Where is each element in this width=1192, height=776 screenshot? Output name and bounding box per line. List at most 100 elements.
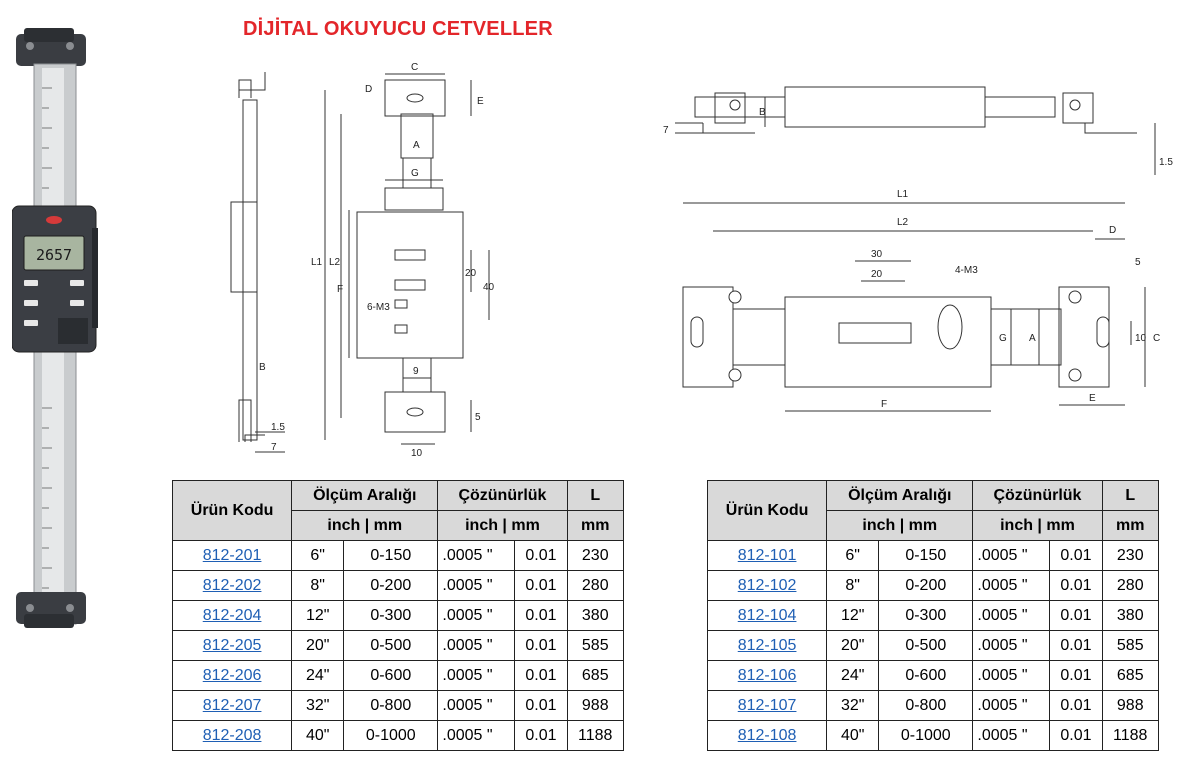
resolution-inch-cell: .0005 " — [972, 660, 1051, 691]
dim-label-7: 7 — [271, 442, 277, 453]
product-code-link[interactable]: 812-204 — [202, 606, 262, 624]
product-code-link[interactable]: 812-201 — [202, 546, 262, 564]
dim-label-5: 5 — [475, 412, 481, 423]
product-code-cell[interactable]: 812-101 — [706, 540, 828, 571]
vertical-dimension-drawing: C D E A G L1 L2 F 6-M3 20 40 B 9 5 1.5 7… — [230, 62, 495, 459]
dim-label-d: D — [1109, 225, 1116, 236]
col-subheader-range-units: inch | mm — [826, 510, 974, 541]
range-mm-cell: 0-1000 — [343, 720, 439, 751]
range-mm-cell: 0-300 — [878, 600, 974, 631]
product-code-link[interactable]: 812-107 — [737, 696, 797, 714]
resolution-mm-cell: 0.01 — [514, 540, 568, 571]
product-code-link[interactable]: 812-101 — [737, 546, 797, 564]
product-code-cell[interactable]: 812-106 — [706, 660, 828, 691]
product-code-cell[interactable]: 812-206 — [171, 660, 293, 691]
resolution-mm-cell: 0.01 — [514, 660, 568, 691]
resolution-mm-cell: 0.01 — [1049, 720, 1103, 751]
col-header-range: Ölçüm Aralığı — [826, 480, 974, 511]
product-code-link[interactable]: 812-102 — [737, 576, 797, 594]
dim-label-f: F — [881, 399, 887, 410]
spec-table-vertical: Ürün Kodu Ölçüm Aralığı Çözünürlük L inc… — [171, 480, 625, 751]
product-code-link[interactable]: 812-106 — [737, 666, 797, 684]
resolution-mm-cell: 0.01 — [1049, 690, 1103, 721]
length-mm-cell: 988 — [1101, 690, 1160, 721]
dim-label-g: G — [411, 168, 419, 179]
product-code-link[interactable]: 812-207 — [202, 696, 262, 714]
dim-label-b: B — [759, 107, 766, 118]
col-header-resolution: Çözünürlük — [972, 480, 1103, 511]
page-title: DİJİTAL OKUYUCU CETVELLER — [243, 18, 553, 40]
product-code-cell[interactable]: 812-207 — [171, 690, 293, 721]
range-mm-cell: 0-1000 — [878, 720, 974, 751]
product-code-link[interactable]: 812-104 — [737, 606, 797, 624]
range-mm-cell: 0-200 — [878, 570, 974, 601]
product-code-cell[interactable]: 812-202 — [171, 570, 293, 601]
product-code-cell[interactable]: 812-208 — [171, 720, 293, 751]
dim-label-c: C — [1153, 333, 1160, 344]
product-code-link[interactable]: 812-205 — [202, 636, 262, 654]
dim-label-4m3: 4-M3 — [955, 265, 978, 276]
dim-label-20: 20 — [871, 269, 883, 280]
resolution-inch-cell: .0005 " — [972, 570, 1051, 601]
resolution-mm-cell: 0.01 — [1049, 600, 1103, 631]
range-inch-cell: 32" — [291, 690, 345, 721]
length-mm-cell: 585 — [566, 630, 625, 661]
dim-label-l2: L2 — [897, 217, 909, 228]
product-code-cell[interactable]: 812-107 — [706, 690, 828, 721]
range-inch-cell: 6" — [291, 540, 345, 571]
product-code-cell[interactable]: 812-102 — [706, 570, 828, 601]
dim-label-40: 40 — [483, 282, 495, 293]
range-inch-cell: 20" — [826, 630, 880, 661]
resolution-mm-cell: 0.01 — [514, 570, 568, 601]
range-inch-cell: 32" — [826, 690, 880, 721]
product-code-cell[interactable]: 812-201 — [171, 540, 293, 571]
product-code-cell[interactable]: 812-104 — [706, 600, 828, 631]
length-mm-cell: 585 — [1101, 630, 1160, 661]
product-code-link[interactable]: 812-202 — [202, 576, 262, 594]
product-code-link[interactable]: 812-105 — [737, 636, 797, 654]
dim-label-a: A — [413, 140, 420, 151]
range-inch-cell: 40" — [291, 720, 345, 751]
range-mm-cell: 0-800 — [343, 690, 439, 721]
col-header-length: L — [566, 480, 625, 511]
range-mm-cell: 0-500 — [343, 630, 439, 661]
length-mm-cell: 685 — [1101, 660, 1160, 691]
product-code-cell[interactable]: 812-108 — [706, 720, 828, 751]
dim-label-7: 7 — [663, 125, 669, 136]
length-mm-cell: 685 — [566, 660, 625, 691]
product-code-link[interactable]: 812-108 — [737, 726, 797, 744]
dim-label-20: 20 — [465, 268, 477, 279]
range-inch-cell: 40" — [826, 720, 880, 751]
product-code-cell[interactable]: 812-105 — [706, 630, 828, 661]
product-code-link[interactable]: 812-206 — [202, 666, 262, 684]
resolution-mm-cell: 0.01 — [514, 630, 568, 661]
product-code-cell[interactable]: 812-204 — [171, 600, 293, 631]
range-inch-cell: 12" — [826, 600, 880, 631]
dim-label-d: D — [365, 84, 372, 95]
product-code-link[interactable]: 812-208 — [202, 726, 262, 744]
length-mm-cell: 230 — [1101, 540, 1160, 571]
product-code-cell[interactable]: 812-205 — [171, 630, 293, 661]
range-inch-cell: 8" — [826, 570, 880, 601]
range-mm-cell: 0-600 — [343, 660, 439, 691]
length-mm-cell: 380 — [1101, 600, 1160, 631]
length-mm-cell: 380 — [566, 600, 625, 631]
dim-label-f: F — [337, 284, 343, 295]
dim-label-6m3: 6-M3 — [367, 302, 390, 313]
product-photo: 2657 — [12, 28, 98, 628]
resolution-inch-cell: .0005 " — [972, 690, 1051, 721]
resolution-inch-cell: .0005 " — [972, 600, 1051, 631]
col-subheader-length-units: mm — [566, 510, 625, 541]
dim-label-e: E — [477, 96, 484, 107]
length-mm-cell: 1188 — [1101, 720, 1160, 751]
resolution-mm-cell: 0.01 — [1049, 630, 1103, 661]
col-header-code: Ürün Kodu — [706, 480, 828, 541]
length-mm-cell: 280 — [566, 570, 625, 601]
resolution-inch-cell: .0005 " — [437, 660, 516, 691]
